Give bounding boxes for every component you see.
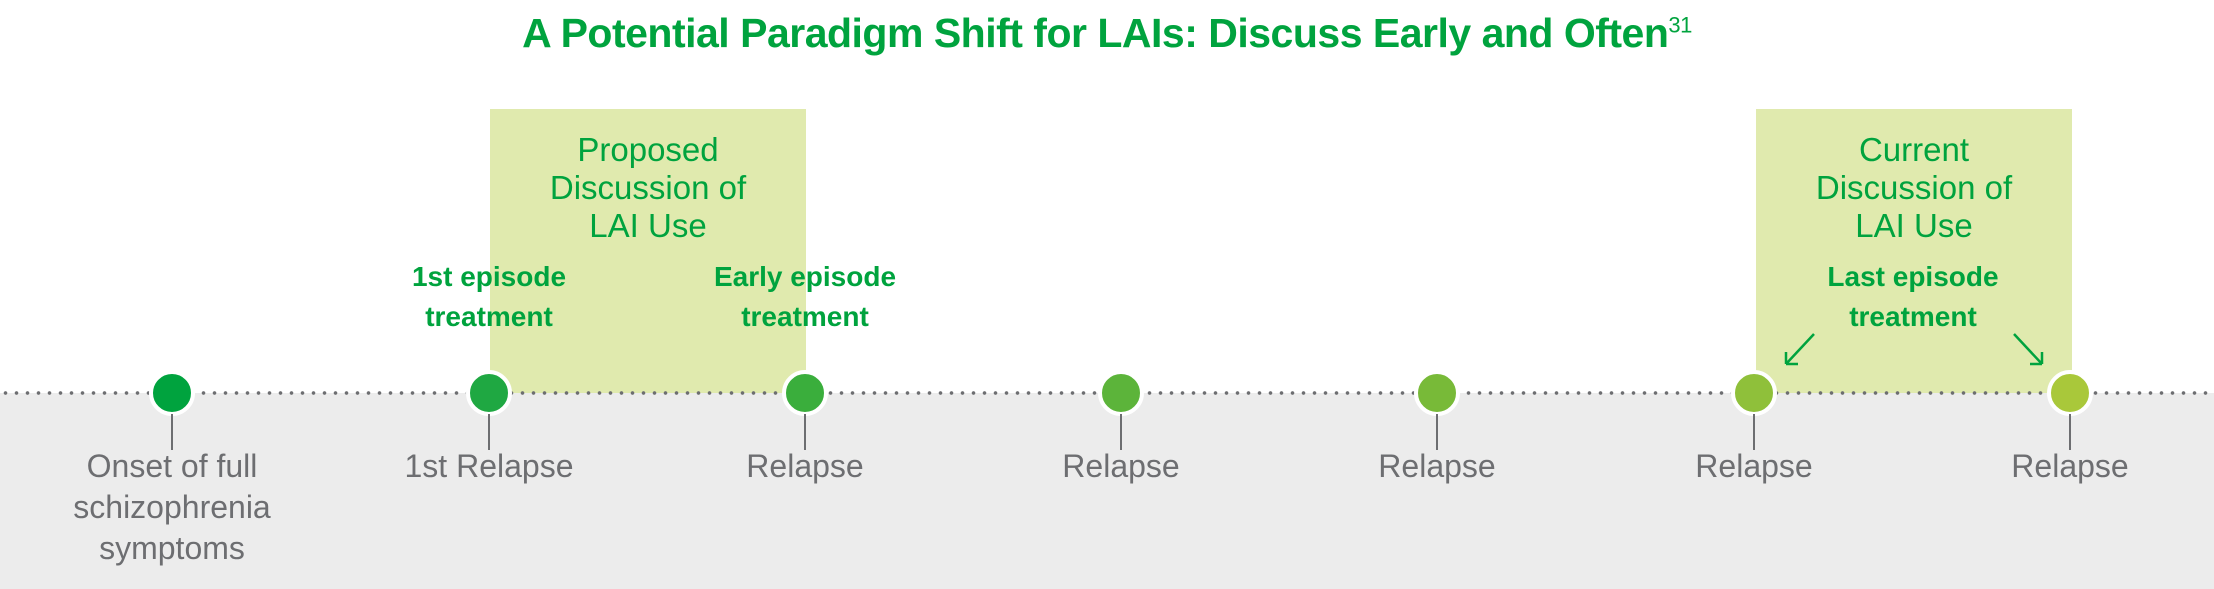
milestone-label-line: symptoms bbox=[99, 530, 245, 566]
page-title: A Potential Paradigm Shift for LAIs: Dis… bbox=[0, 10, 2214, 57]
annotation-line: treatment bbox=[1849, 301, 1977, 332]
annotation-line: treatment bbox=[741, 301, 869, 332]
proposed-discussion-box: Proposed Discussion of LAI Use bbox=[490, 109, 806, 393]
milestone-label: Relapse bbox=[1604, 446, 1904, 487]
milestone-label-line: Relapse bbox=[746, 448, 864, 484]
milestone-label: Relapse bbox=[1287, 446, 1587, 487]
arrow-down-right-icon bbox=[2013, 333, 2044, 366]
annotation-line: Early episode bbox=[713, 261, 897, 292]
milestone-label: Relapse bbox=[971, 446, 1271, 487]
timeline-stem bbox=[804, 414, 806, 450]
box-title-line: Discussion of bbox=[1815, 169, 2013, 206]
title-text: A Potential Paradigm Shift for LAIs: Dis… bbox=[522, 10, 1669, 56]
annotation-line: Last episode bbox=[1827, 261, 1999, 292]
milestone-label: Relapse bbox=[655, 446, 955, 487]
milestone-label: 1st Relapse bbox=[339, 446, 639, 487]
box-title-line: Discussion of bbox=[549, 169, 747, 206]
timeline-stem bbox=[1120, 414, 1122, 450]
milestone-label: Relapse bbox=[1920, 446, 2214, 487]
timeline-dot bbox=[466, 370, 512, 416]
timeline-stem bbox=[1753, 414, 1755, 450]
box-title-line: LAI Use bbox=[1855, 207, 1973, 244]
current-discussion-title: Current Discussion of LAI Use bbox=[1756, 131, 2072, 245]
timeline-dot bbox=[149, 370, 195, 416]
last-episode-annotation: Last episode treatment bbox=[1783, 257, 2043, 337]
current-discussion-box: Current Discussion of LAI Use bbox=[1756, 109, 2072, 393]
milestone-label-line: 1st Relapse bbox=[404, 448, 574, 484]
proposed-discussion-title: Proposed Discussion of LAI Use bbox=[490, 131, 806, 245]
first-episode-annotation: 1st episode treatment bbox=[359, 257, 619, 337]
milestone-label-line: schizophrenia bbox=[73, 489, 271, 525]
milestone-label-line: Onset of full bbox=[86, 448, 258, 484]
annotation-line: 1st episode bbox=[411, 261, 567, 292]
timeline-stem bbox=[2069, 414, 2071, 450]
annotation-line: treatment bbox=[425, 301, 553, 332]
timeline-stem bbox=[488, 414, 490, 450]
milestone-label-line: Relapse bbox=[1062, 448, 1180, 484]
timeline-dot bbox=[1414, 370, 1460, 416]
timeline-dot bbox=[1098, 370, 1144, 416]
box-title-line: Proposed bbox=[577, 131, 719, 168]
box-title-line: LAI Use bbox=[589, 207, 707, 244]
milestone-label-line: Relapse bbox=[1378, 448, 1496, 484]
title-reference: 31 bbox=[1668, 12, 1692, 38]
timeline-dot bbox=[2047, 370, 2093, 416]
timeline-dot bbox=[1731, 370, 1777, 416]
timeline-dot bbox=[782, 370, 828, 416]
milestone-label: Onset of full schizophrenia symptoms bbox=[22, 446, 322, 569]
timeline-stem bbox=[171, 414, 173, 450]
box-title-line: Current bbox=[1858, 131, 1970, 168]
milestone-label-line: Relapse bbox=[1695, 448, 1813, 484]
timeline-band bbox=[0, 393, 2214, 589]
timeline-stem bbox=[1436, 414, 1438, 450]
milestone-label-line: Relapse bbox=[2011, 448, 2129, 484]
early-episode-annotation: Early episode treatment bbox=[675, 257, 935, 337]
arrow-down-left-icon bbox=[1784, 333, 1815, 366]
